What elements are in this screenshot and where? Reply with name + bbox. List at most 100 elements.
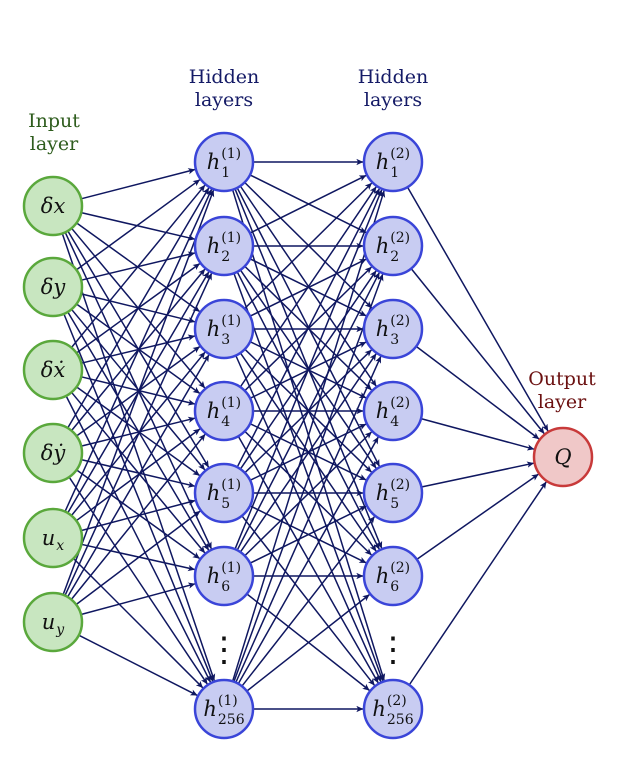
edge-input-6-to-hidden1-6 [80,582,196,616]
edge-input-2-to-hidden1-7 [63,313,214,682]
edge-input-3-to-hidden1-5 [76,386,201,477]
hidden-layer-2-label-line-1: Hidden [357,66,429,88]
edge-hidden2-7-to-output [408,481,547,686]
hidden1-node-6-label-base: h [207,564,221,588]
edge-input-4-to-hidden1-4 [81,416,196,447]
edge-hidden1-7-to-hidden2-5 [241,516,376,687]
output-node-label: Q [554,445,571,469]
hidden1-node-4-label-subscript: 4 [221,414,230,430]
edge-input-3-to-hidden1-1 [70,184,206,349]
input-node-5-label-subscript: x [56,538,64,554]
edge-input-5-to-hidden1-5 [80,499,196,532]
input-node-6-circle [22,591,84,653]
hidden1-node-3-label-subscript: 3 [221,332,230,348]
hidden2-node-2-label-superscript: (2) [390,230,410,246]
edge-input-1-to-hidden1-7 [61,233,216,681]
edge-input-4-to-hidden1-7 [68,476,208,685]
hidden1-node-4-label-base: h [207,399,221,423]
hidden2-node-5-label-superscript: (2) [390,477,410,493]
hidden2-node-1-label-subscript: 1 [390,165,399,181]
hidden2-node-2-label-base: h [376,234,390,258]
hidden2-node-4-label-subscript: 4 [390,414,399,430]
input-node-3-circle [22,339,84,401]
output-layer-label-line-2: layer [537,391,587,413]
edge-input-6-to-hidden1-7 [78,634,198,697]
hidden2-node-2-label-subscript: 2 [390,249,399,265]
input-node-3: δẋ [22,339,84,401]
input-node-1-label: δx [41,194,66,218]
hidden1-node-7: h(1)256 [193,678,255,740]
hidden2-node-1-label: h [376,150,390,174]
hidden1-node-4: h(1) 4 [193,380,255,442]
hidden2-node-7-label: h [372,697,386,721]
hidden1-node-1-label-subscript: 1 [221,165,230,181]
edge-input-3-to-hidden1-4 [81,376,196,406]
edge-input-5-to-hidden1-6 [81,543,196,572]
hidden2-node-3-label: h [376,317,390,341]
hidden1-node-3-label-base: h [207,317,221,341]
hidden1-node-7-label-superscript: (1) [218,693,238,709]
hidden2-node-6-label-subscript: 6 [390,579,399,595]
hidden1-node-2-label-subscript: 2 [221,249,230,265]
hidden2-node-7-circle [362,678,424,740]
hidden2-node-4-label-superscript: (2) [390,395,410,411]
hidden2-node-3-label-superscript: (2) [390,313,410,329]
hidden2-node-1-label-base: h [376,150,390,174]
input-node-6-label-base: u [42,610,56,634]
output-layer-label-line-1: Output [528,368,596,390]
edge-hidden1-7-to-hidden2-6 [246,594,370,692]
ellipsis-group: ⋮⋮ [207,630,410,670]
hidden1-node-6-label-subscript: 6 [221,579,230,595]
input-layer-label: Input layer [12,110,96,156]
hidden1-node-1-label-superscript: (1) [221,146,241,162]
hidden2-node-2-circle [362,215,424,277]
edge-input-6-to-hidden1-2 [64,272,213,596]
hidden2-node-3-label-subscript: 3 [390,332,399,348]
hidden1-node-2-label-base: h [207,234,221,258]
hidden1-node-5: h(1)5 [193,462,255,524]
hidden2-node-1-circle [362,131,424,193]
hidden2-node-7-label-superscript: (2) [387,693,407,709]
hidden1-ellipsis: ⋮ [207,630,241,670]
hidden1-node-1: h(1) 1 [193,131,255,193]
input-node-6-label: u [42,610,56,634]
edge-hidden1-6-to-hidden2-3 [239,353,377,553]
edge-hidden2-6-to-output [416,473,539,561]
hidden2-node-7-label-base: h [372,697,386,721]
hidden2-node-6-circle [362,545,424,607]
edge-hidden1-4-to-hidden2-1 [239,186,377,388]
hidden2-node-2-label: h [376,234,390,258]
edge-input-2-to-hidden1-4 [76,303,201,395]
edge-hidden2-5-to-output [421,461,535,488]
input-node-2-circle [22,256,84,318]
edge-hidden1-6-to-hidden2-1 [234,189,383,550]
hidden1-node-5-label: h [207,481,221,505]
input-node-2: δy [22,256,84,318]
hidden1-node-4-circle [193,380,255,442]
hidden2-node-5-circle [362,462,424,524]
output-node: Q [532,426,594,488]
hidden1-node-7-label: h [203,697,217,721]
hidden1-node-1-label: h [207,150,221,174]
edge-hidden1-6-to-hidden2-5 [249,505,367,564]
hidden2-node-3: h(2) 3 [362,298,424,360]
edge-input-5-to-hidden1-7 [72,557,204,689]
hidden2-node-6-label-base: h [376,564,390,588]
edge-hidden2-3-to-output [415,345,540,440]
hidden2-node-1: h(2)1 [362,131,424,193]
connections-group [61,158,549,713]
hidden1-node-2-label: h [207,234,221,258]
input-node-5-circle [22,507,84,569]
hidden1-node-3: h(1)3 [193,298,255,360]
hidden1-node-6-label-superscript: (1) [221,560,241,576]
hidden1-node-5-label-base: h [207,481,221,505]
hidden1-node-7-circle [193,678,255,740]
input-node-2-label: δy [41,275,67,299]
hidden1-node-4-label-superscript: (1) [221,395,241,411]
edge-input-1-to-hidden1-1 [80,168,196,200]
hidden-layer-1-label-line-2: layers [194,89,254,111]
edge-hidden1-7-to-hidden2-4 [237,436,379,685]
